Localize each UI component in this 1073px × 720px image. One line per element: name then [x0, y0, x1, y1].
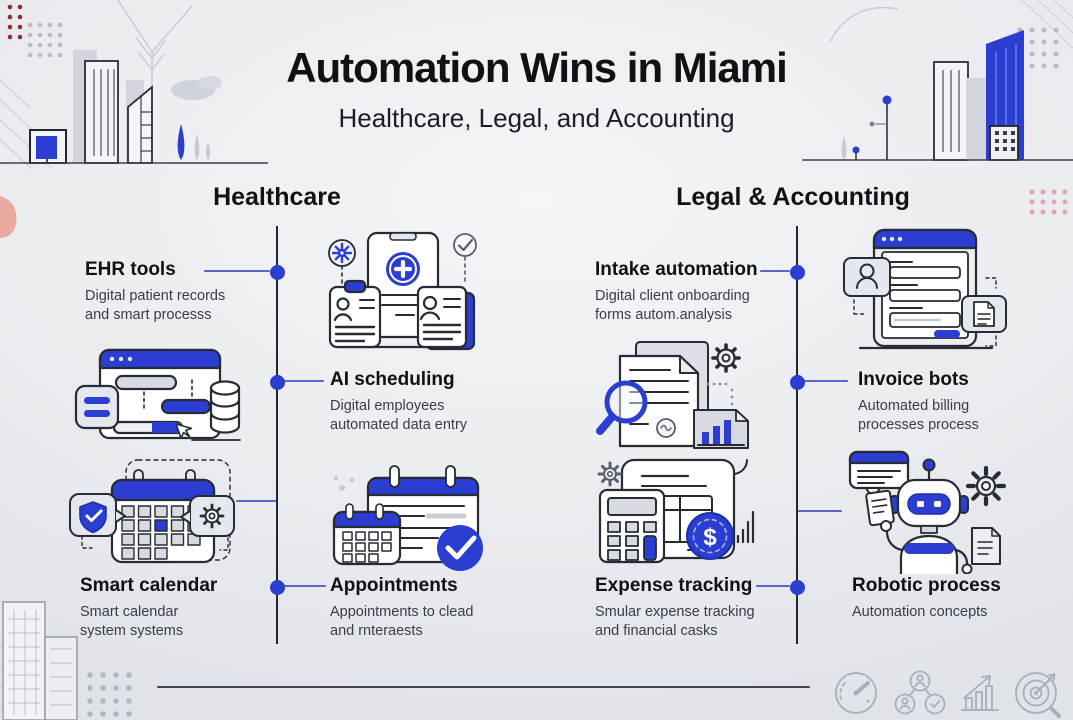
city-skyline-right: [802, 0, 1073, 161]
dots-decor: [334, 476, 355, 491]
document-analysis-icon: [596, 341, 749, 449]
item-title: Expense tracking: [595, 575, 753, 596]
diagonal-hatch: [1021, 0, 1073, 49]
item-robotic-process: Robotic process Automation concepts: [852, 575, 1062, 622]
item-invoice-bots: Invoice bots Automated billing processes…: [858, 369, 1068, 435]
connector-ehr: [204, 270, 270, 273]
dollar-symbol: $: [703, 524, 717, 551]
medical-records-icon: [328, 231, 477, 351]
item-desc: Automated billing processes process: [858, 397, 979, 434]
pink-dot-grid: [1029, 189, 1068, 215]
connector-invoice-bots: [804, 380, 848, 383]
connector-ai-scheduling: [284, 380, 324, 383]
item-title: Invoice bots: [858, 369, 969, 390]
item-intake-automation: Intake automation Digital client onboard…: [595, 259, 815, 325]
pink-leaf-decor: [0, 196, 17, 238]
timeline-dot: [790, 580, 805, 595]
item-desc: Digital client onboarding forms autom.an…: [595, 287, 750, 324]
gear-glyph: [965, 465, 1006, 507]
street-lamp: [869, 95, 892, 160]
item-desc: Appointments to clead and rnteraests: [330, 603, 474, 640]
item-title: Smart calendar: [80, 575, 218, 596]
connector-robot-icon: [798, 510, 842, 513]
curve-decor: [829, 6, 899, 43]
trees-small: [841, 136, 860, 160]
speedometer-icon: [835, 672, 877, 714]
item-title: Intake automation: [595, 259, 758, 280]
gray-dot-grid: [27, 22, 63, 58]
item-title: EHR tools: [85, 259, 176, 280]
timeline-dot: [270, 375, 285, 390]
footer-icon-row: [835, 670, 1061, 718]
item-expense-tracking: Expense tracking Smular expense tracking…: [595, 575, 815, 641]
appointments-calendar-icon: [332, 465, 483, 571]
house-blue-window: [29, 129, 67, 164]
timeline-dot: [790, 265, 805, 280]
city-skyline-left: [0, 0, 268, 170]
item-desc: Digital employees automated data entry: [330, 397, 468, 434]
tree-gray: [205, 142, 211, 160]
timeline-dot: [270, 580, 285, 595]
timeline-dot: [270, 265, 285, 280]
palm-leaf-decor: [117, 0, 193, 92]
footer-divider: [157, 686, 810, 689]
buildings-bottom-left: [0, 601, 132, 720]
page-title: Automation Wins in Miami: [286, 44, 788, 91]
red-dot-grid: [7, 4, 23, 40]
timeline-legal: [796, 226, 798, 644]
page-subtitle: Healthcare, Legal, and Accounting: [338, 103, 735, 133]
building-silhouette: [966, 78, 988, 160]
connector-appointments: [284, 585, 326, 588]
item-desc: Smular expense tracking and financial ca…: [595, 603, 755, 640]
smart-calendar-icon: [69, 459, 235, 564]
item-appointments: Appointments Appointments to clead and r…: [330, 575, 540, 641]
section-header-healthcare: Healthcare: [213, 183, 341, 211]
item-title: AI scheduling: [330, 369, 455, 390]
growth-chart-icon: [961, 675, 999, 711]
signal-bars: [736, 510, 755, 544]
item-desc: Digital patient records and smart proces…: [85, 287, 226, 324]
intake-form-icon: [843, 228, 1007, 350]
section-header-legal-accounting: Legal & Accounting: [676, 183, 910, 211]
item-title: Appointments: [330, 575, 458, 596]
gray-dot-grid: [87, 672, 132, 717]
data-entry-window-icon: [74, 348, 241, 441]
document-in-hand: [865, 489, 895, 527]
dotted-path: [706, 382, 734, 406]
connector-intake: [760, 270, 790, 273]
item-smart-calendar: Smart calendar Smart calendar system sys…: [80, 575, 290, 641]
calculator-receipt-icon: $: [597, 458, 755, 564]
cypress-tree-blue: [177, 124, 185, 160]
timeline-dot: [790, 375, 805, 390]
item-ai-scheduling: AI scheduling Digital employees automate…: [330, 369, 540, 435]
gear-glyph: [597, 461, 623, 487]
tree-gray: [194, 134, 200, 160]
cloud-small: [198, 76, 222, 90]
building-outlined: [84, 60, 119, 164]
connector-smart-calendar-icon: [236, 500, 276, 503]
timeline-healthcare: [276, 226, 278, 644]
building-grid-outline: [2, 601, 46, 720]
item-ehr-tools: EHR tools Digital patient records and sm…: [85, 259, 295, 325]
robot-icon: [848, 450, 1006, 574]
connector-expense: [756, 585, 790, 588]
team-network-icon: [894, 670, 946, 715]
building-lines-outline: [44, 636, 78, 720]
target-icon: [1015, 672, 1061, 718]
item-title: Robotic process: [852, 575, 1001, 596]
item-desc: Automation concepts: [852, 603, 988, 620]
item-desc: Smart calendar system systems: [80, 603, 184, 640]
